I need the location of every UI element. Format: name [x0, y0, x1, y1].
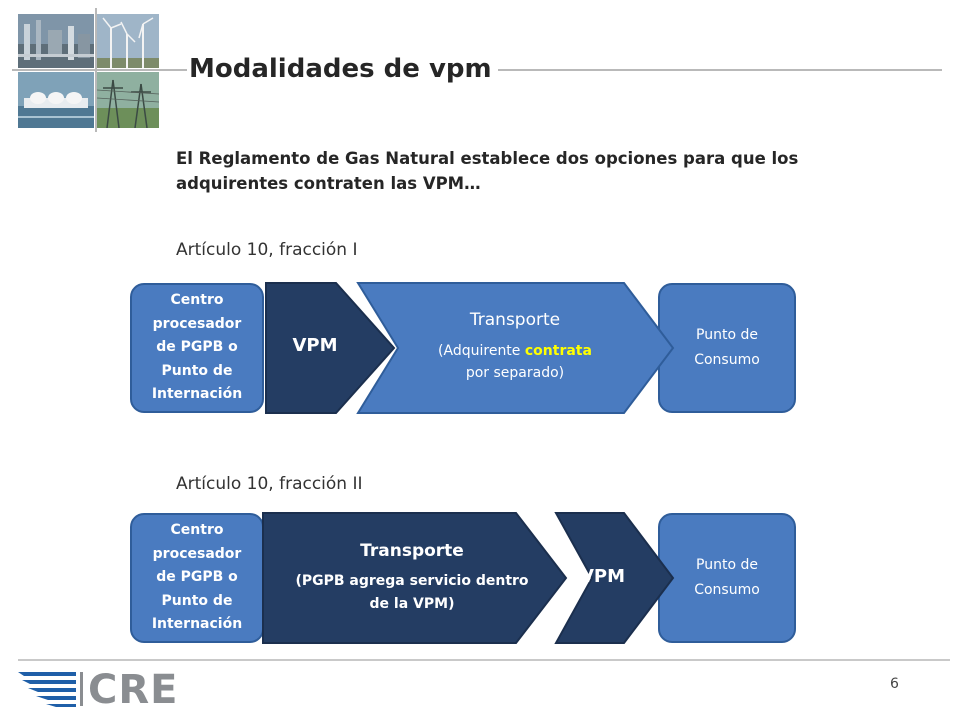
transport-note: (PGPB agrega servicio dentro de la VPM)	[272, 570, 552, 616]
origin-line: procesador	[152, 315, 242, 332]
transport-arrow	[356, 282, 675, 414]
transport-note: (Adquirente contrata por separado)	[400, 340, 630, 384]
cre-logo-bar	[80, 672, 83, 706]
article-label-fraction-2: Artículo 10, fracción II	[176, 474, 363, 494]
vpm-label: VPM	[292, 335, 338, 356]
transport-note-post: por separado)	[465, 365, 565, 381]
cre-logo-mark	[18, 672, 76, 707]
origin-line: de PGPB o	[156, 339, 238, 356]
intro-text: El Reglamento de Gas Natural establece d…	[176, 149, 799, 193]
transport-note-line: (PGPB agrega servicio dentro	[295, 573, 529, 589]
origin-line: Punto de	[161, 592, 233, 609]
transport-title: Transporte	[360, 541, 464, 561]
transport-note-highlight: contrata	[524, 343, 592, 359]
refinery-photo	[18, 14, 94, 68]
transport-note-line: de la VPM)	[369, 596, 455, 612]
destination-node: Punto de Consumo	[658, 513, 796, 643]
origin-line: de PGPB o	[156, 569, 238, 586]
destination-line: Punto de	[696, 327, 758, 343]
transport-note-pre: (Adquirente	[438, 343, 525, 359]
origin-line: Centro	[170, 292, 224, 309]
origin-line: Internación	[151, 616, 243, 633]
transport-arrow	[262, 512, 568, 644]
transport-title: Transporte	[469, 310, 561, 330]
cre-logo-text: CRE	[88, 667, 179, 713]
origin-line: procesador	[152, 545, 242, 562]
destination-line: Punto de	[696, 557, 758, 573]
lng-ship-photo	[18, 72, 94, 128]
vpm-arrow	[265, 282, 396, 414]
article-label-fraction-1: Artículo 10, fracción I	[176, 240, 358, 260]
page-title: Modalidades de vpm	[187, 54, 498, 84]
vpm-label: VPM	[580, 566, 626, 587]
origin-node: Centro procesador de PGPB o Punto de Int…	[130, 513, 264, 643]
origin-node: Centro procesador de PGPB o Punto de Int…	[130, 283, 264, 413]
power-lines-photo	[97, 72, 159, 128]
page-number: 6	[890, 676, 899, 692]
destination-line: Consumo	[694, 352, 760, 368]
origin-line: Punto de	[161, 362, 233, 379]
vpm-arrow	[554, 512, 675, 644]
origin-line: Internación	[151, 386, 243, 403]
origin-line: Centro	[170, 522, 224, 539]
footer-divider	[18, 659, 950, 661]
destination-line: Consumo	[694, 582, 760, 598]
wind-turbines-photo	[97, 14, 159, 68]
